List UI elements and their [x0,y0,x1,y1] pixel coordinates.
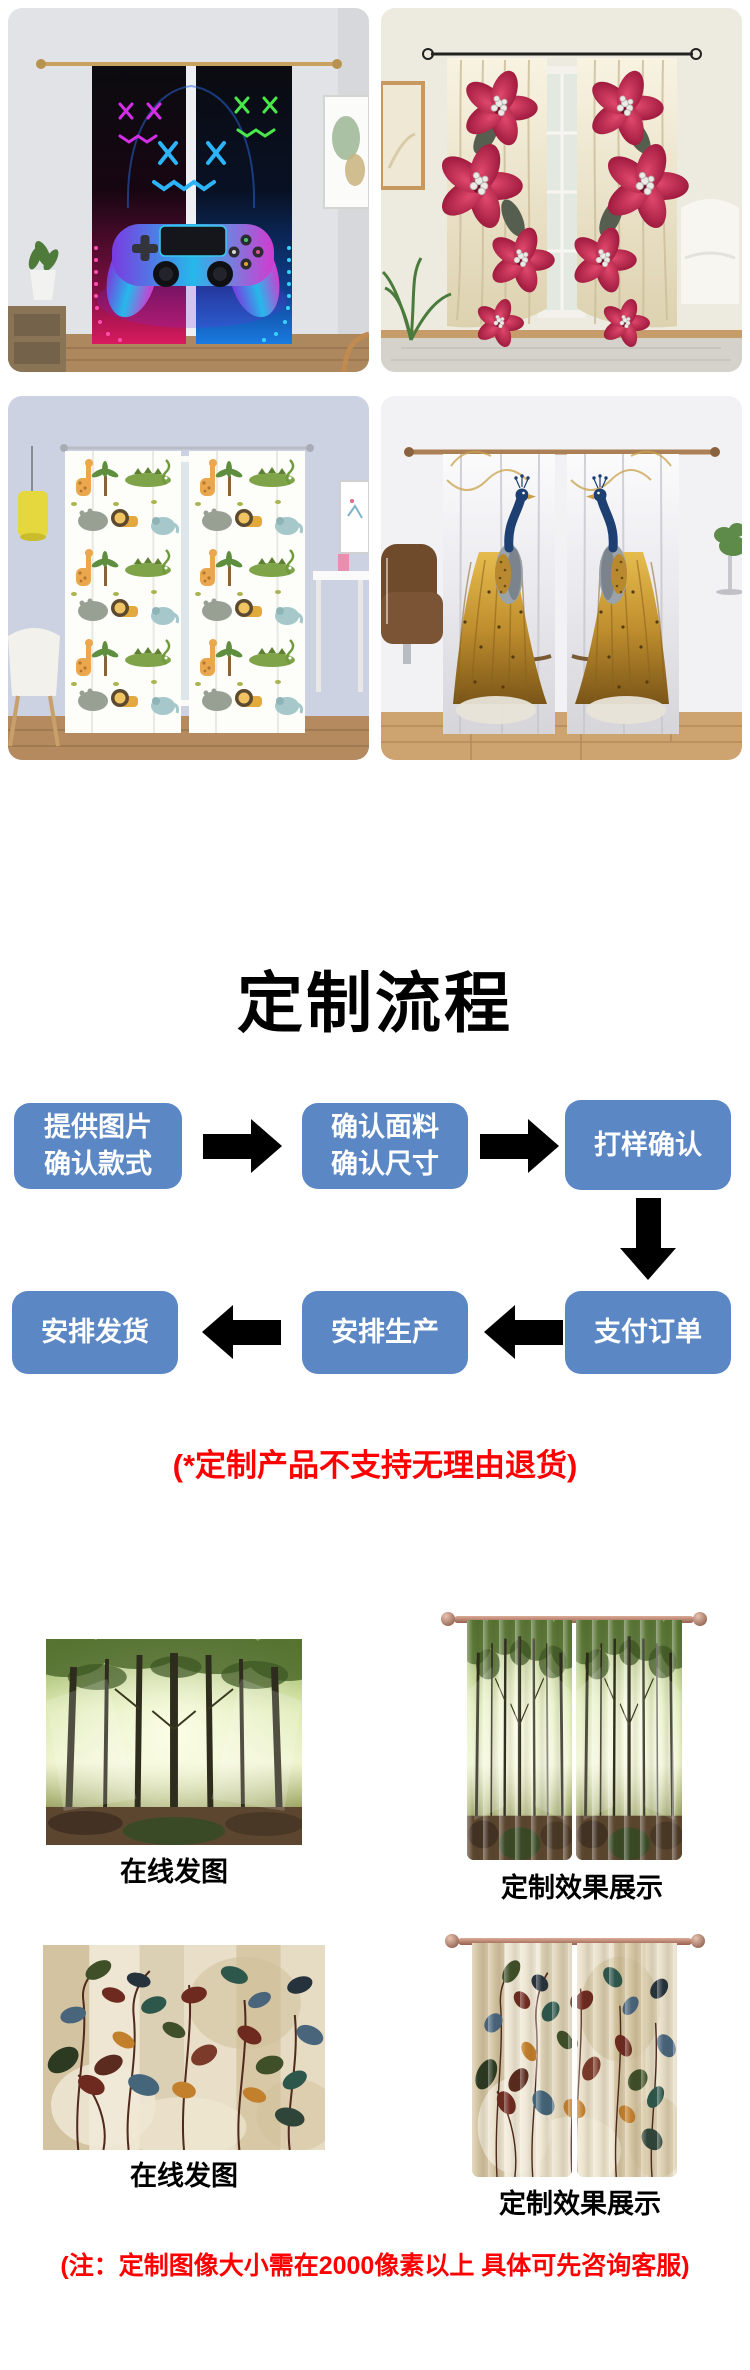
arrow-right-icon [480,1119,559,1173]
demo-source-caption: 在线发图 [130,2161,238,2191]
process-step-label: 安排生产 [331,1317,439,1347]
process-step-label: 提供图片 [44,1112,152,1142]
forest-photo-illustration [46,1639,302,1845]
process-step-arrange-shipping: 安排发货 [12,1291,178,1374]
process-step-pay-order: 支付订单 [565,1291,731,1374]
peacock-curtains-illustration [381,396,742,760]
product-image-peacock-curtains [381,396,742,760]
curtain-panel-left [467,1620,572,1860]
leaf-painting-illustration [43,1945,325,2150]
process-step-label: 安排发货 [41,1317,149,1347]
process-step-confirm-fabric-size: 确认面料 确认尺寸 [302,1103,468,1189]
process-step-label: 确认尺寸 [331,1149,439,1179]
curtain-panel-left [472,1943,572,2177]
arrow-left-icon [484,1305,563,1359]
process-step-arrange-production: 安排生产 [302,1291,468,1374]
product-image-gamepad-curtains [8,8,369,372]
gamepad-curtains-illustration [8,8,369,372]
demo-source-image-forest [46,1639,302,1845]
animal-curtains-illustration [8,396,369,760]
flower-curtains-illustration [381,8,742,372]
process-step-label: 打样确认 [594,1129,702,1160]
demo-result-caption: 定制效果展示 [499,2189,661,2219]
curtain-panel-right [576,1620,682,1860]
section-title-custom-process: 定制流程 [237,966,513,1040]
product-image-flower-curtains [381,8,742,372]
curtain-panel-right [577,1943,677,2177]
process-step-sample-confirm: 打样确认 [565,1100,731,1190]
no-return-note: (*定制产品不支持无理由退货) [172,1448,578,1483]
process-step-label: 支付订单 [594,1317,702,1347]
product-image-animal-curtains [8,396,369,760]
curtain-rod [441,1612,707,1626]
demo-result-caption: 定制效果展示 [501,1873,663,1903]
arrow-down-icon [620,1198,676,1280]
process-step-provide-image: 提供图片 确认款式 [14,1103,182,1189]
demo-source-image-leaf-painting [43,1945,325,2150]
arrow-right-icon [203,1119,282,1173]
demo-result-curtains-leaf [445,1932,707,2187]
process-step-label: 确认款式 [44,1149,152,1179]
image-size-note: (注：定制图像大小需在2000像素以上 具体可先咨询客服) [60,2252,690,2280]
arrow-left-icon [202,1305,281,1359]
process-step-label: 确认面料 [331,1112,439,1142]
demo-result-curtains-forest [440,1610,710,1870]
curtain-rod [445,1934,705,1948]
demo-source-caption: 在线发图 [120,1857,228,1887]
